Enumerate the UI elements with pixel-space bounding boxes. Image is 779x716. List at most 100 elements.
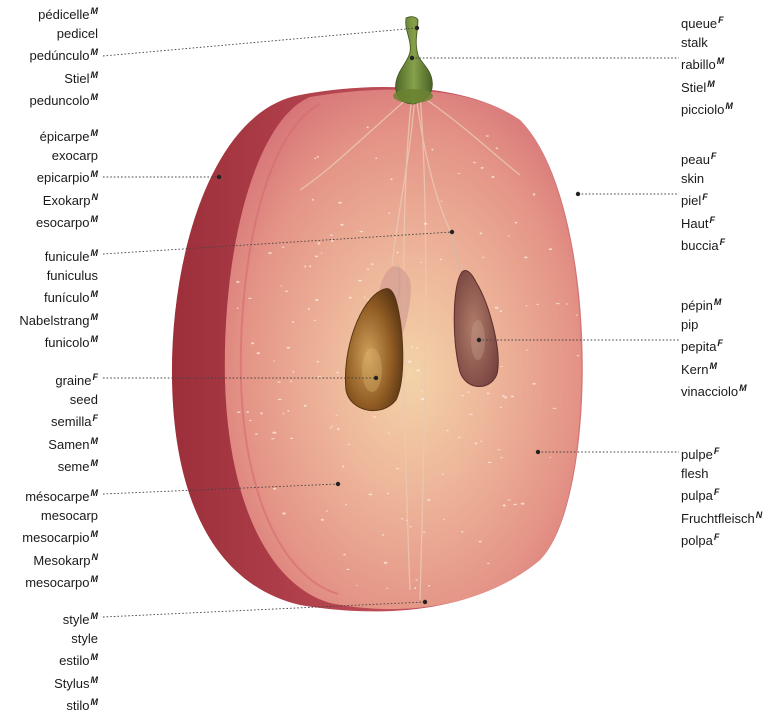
label-group-stalk: queueF stalk rabilloM StielM piccioloM <box>681 11 733 120</box>
term: MesokarpN <box>22 548 98 571</box>
term: style <box>54 630 98 649</box>
fleck <box>417 370 420 372</box>
fleck <box>421 398 425 400</box>
fleck <box>409 526 412 527</box>
fleck <box>236 281 239 283</box>
fleck <box>315 299 319 301</box>
fleck <box>249 420 252 421</box>
fleck <box>260 412 262 414</box>
fleck <box>340 224 343 226</box>
fleck <box>500 407 502 408</box>
fleck <box>495 307 499 309</box>
fleck <box>513 504 517 505</box>
term: peauF <box>681 147 725 170</box>
fleck <box>386 588 388 589</box>
fleck <box>414 587 416 589</box>
fleck <box>390 178 392 180</box>
fleck <box>290 381 293 382</box>
fleck <box>285 291 288 292</box>
fleck <box>331 240 333 242</box>
term: funículoM <box>19 285 98 308</box>
fleck <box>549 248 552 250</box>
fleck <box>366 269 369 270</box>
fleck <box>526 305 528 306</box>
fleck <box>424 223 427 225</box>
term: exocarp <box>36 147 98 166</box>
term: mesocarpioM <box>22 525 98 548</box>
fleck <box>488 462 492 463</box>
fleck <box>461 531 463 533</box>
fleck <box>497 449 500 450</box>
term: pulpeF <box>681 442 762 465</box>
term: HautF <box>681 211 725 234</box>
fleck <box>431 149 433 151</box>
fleck <box>388 432 390 433</box>
fleck <box>308 308 310 310</box>
term: esocarpoM <box>36 210 98 233</box>
fleck <box>331 426 334 427</box>
term: queueF <box>681 11 733 34</box>
fleck <box>326 510 328 512</box>
fleck <box>411 346 413 347</box>
fleck <box>304 265 306 267</box>
fleck <box>347 569 350 570</box>
term: funiculus <box>19 267 98 286</box>
fleck <box>369 494 373 496</box>
fleck <box>348 444 350 445</box>
term: pulpaF <box>681 483 762 506</box>
fleck <box>371 263 374 265</box>
fleck <box>521 503 525 505</box>
fleck <box>515 222 517 224</box>
fleck <box>389 212 391 214</box>
term: mesocarpoM <box>22 570 98 593</box>
term: polpaF <box>681 528 762 551</box>
fleck <box>549 457 551 458</box>
fleck <box>447 430 449 432</box>
fleck <box>342 465 344 467</box>
term: stalk <box>681 34 733 53</box>
fleck <box>387 493 389 494</box>
fleck <box>277 382 280 383</box>
term: semillaF <box>48 409 98 432</box>
fleck <box>533 193 536 195</box>
fleck <box>500 310 503 312</box>
term: SamenM <box>48 432 98 455</box>
fleck <box>443 519 445 520</box>
fleck <box>366 126 368 128</box>
fleck <box>330 428 332 430</box>
term: semeM <box>48 454 98 477</box>
fleck <box>338 202 342 204</box>
term: rabilloM <box>681 52 733 75</box>
fleck <box>500 457 503 458</box>
fleck <box>397 252 399 254</box>
fleck <box>317 361 320 363</box>
fleck <box>441 201 443 202</box>
label-group-mesocarp: mésocarpeM mesocarp mesocarpioM Mesokarp… <box>22 484 98 593</box>
term: StielM <box>681 75 733 98</box>
fleck <box>576 315 578 316</box>
fleck <box>462 395 464 396</box>
fleck <box>536 304 538 305</box>
fleck <box>343 554 346 556</box>
label-group-funicle: funiculeM funiculus funículoM Nabelstran… <box>19 244 98 353</box>
label-group-pedicel: pédicelleM pedicel pedúnculoM StielM ped… <box>30 2 99 111</box>
fleck <box>282 512 285 514</box>
term: vinaccioloM <box>681 379 747 402</box>
term: mésocarpeM <box>22 484 98 507</box>
fleck <box>314 320 316 321</box>
label-group-epicarp: épicarpeM exocarp epicarpioM ExokarpN es… <box>36 124 98 233</box>
fleck <box>335 415 338 416</box>
term: StylusM <box>54 671 98 694</box>
fleck <box>420 262 422 263</box>
term: pip <box>681 316 747 335</box>
fleck <box>272 432 276 434</box>
fleck <box>282 247 285 248</box>
term: epicarpioM <box>36 165 98 188</box>
fleck <box>271 438 274 439</box>
fleck <box>396 468 399 469</box>
fleck <box>511 396 514 398</box>
fleck <box>526 350 529 351</box>
fleck <box>290 438 293 439</box>
fleck <box>421 391 423 392</box>
